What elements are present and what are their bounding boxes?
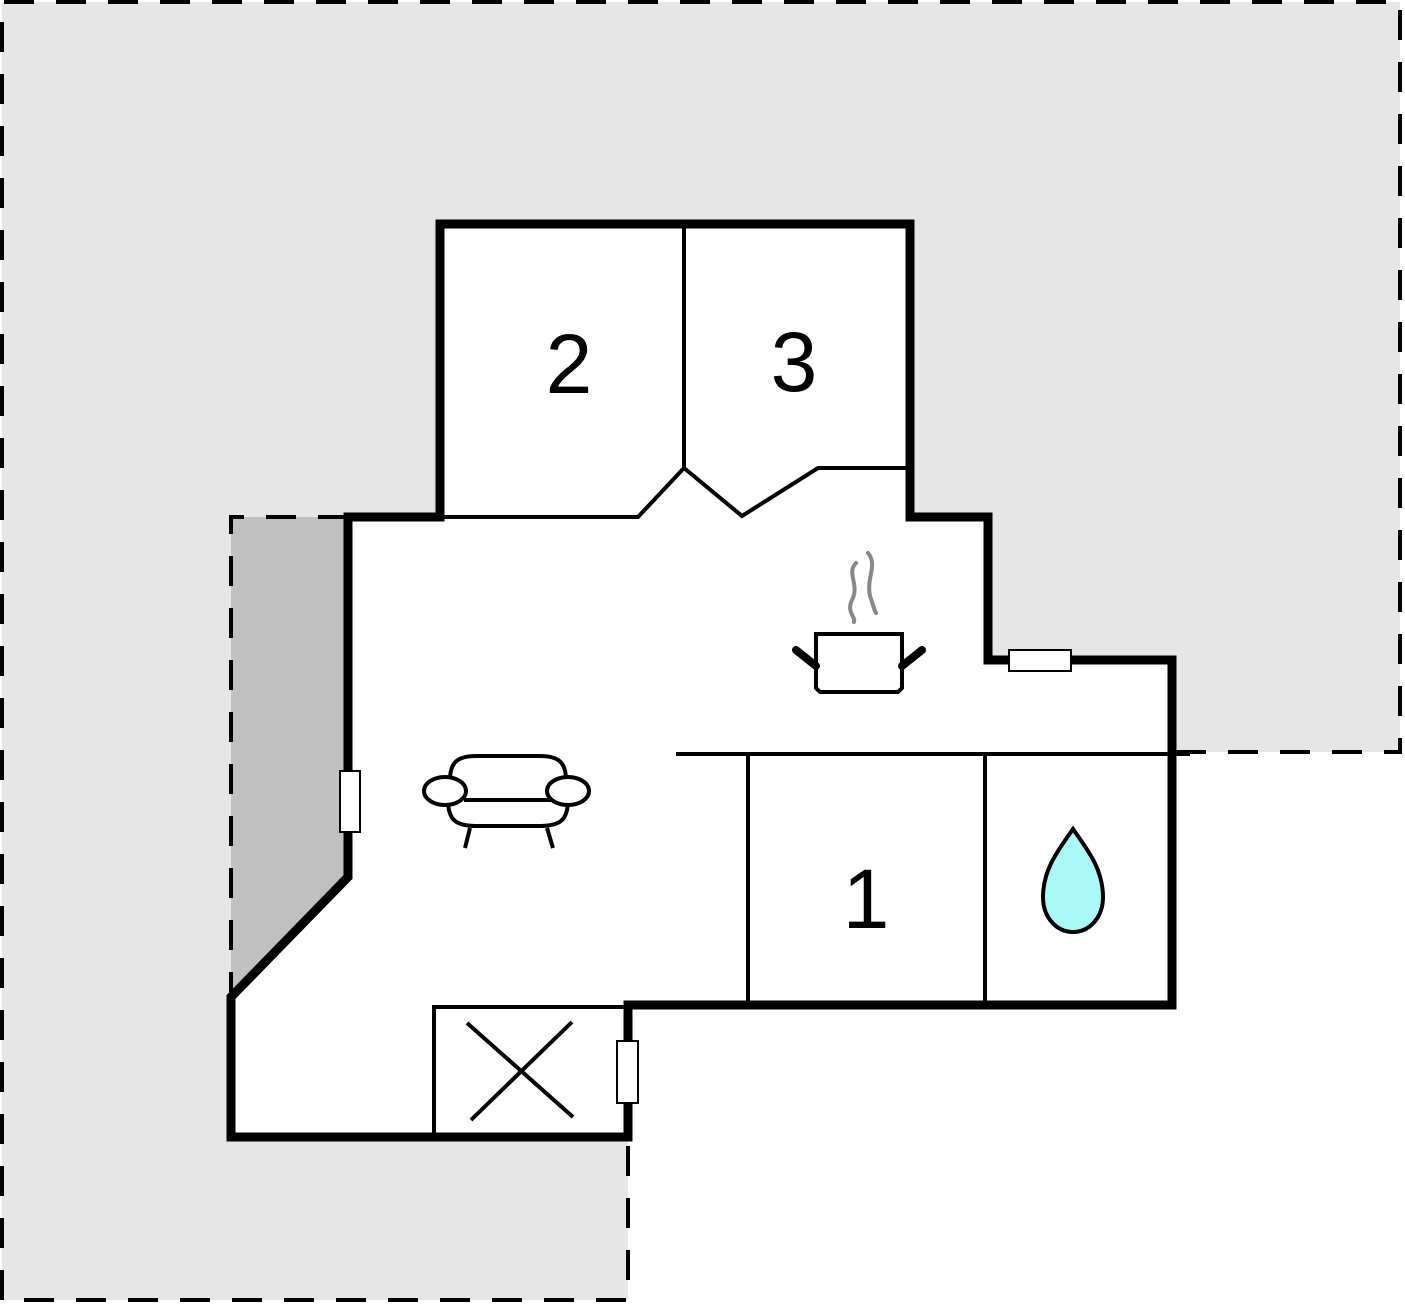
sofa-icon — [422, 754, 591, 849]
terrace-boundary — [229, 515, 348, 997]
interior-walls — [432, 224, 1190, 1137]
window-icon — [339, 770, 361, 833]
room-2-label: 2 — [546, 317, 593, 411]
room-1-label: 1 — [843, 852, 890, 946]
window-icon — [1008, 649, 1072, 672]
kitchen-pot-icon — [792, 551, 926, 694]
cross-icon — [465, 1020, 575, 1122]
exterior-walls — [226, 219, 1177, 1142]
terrace-area — [231, 517, 348, 997]
room-3-label: 3 — [771, 315, 818, 409]
water-drop-icon — [1040, 825, 1106, 935]
window-icon — [616, 1040, 639, 1104]
house-interior — [231, 224, 1172, 1137]
